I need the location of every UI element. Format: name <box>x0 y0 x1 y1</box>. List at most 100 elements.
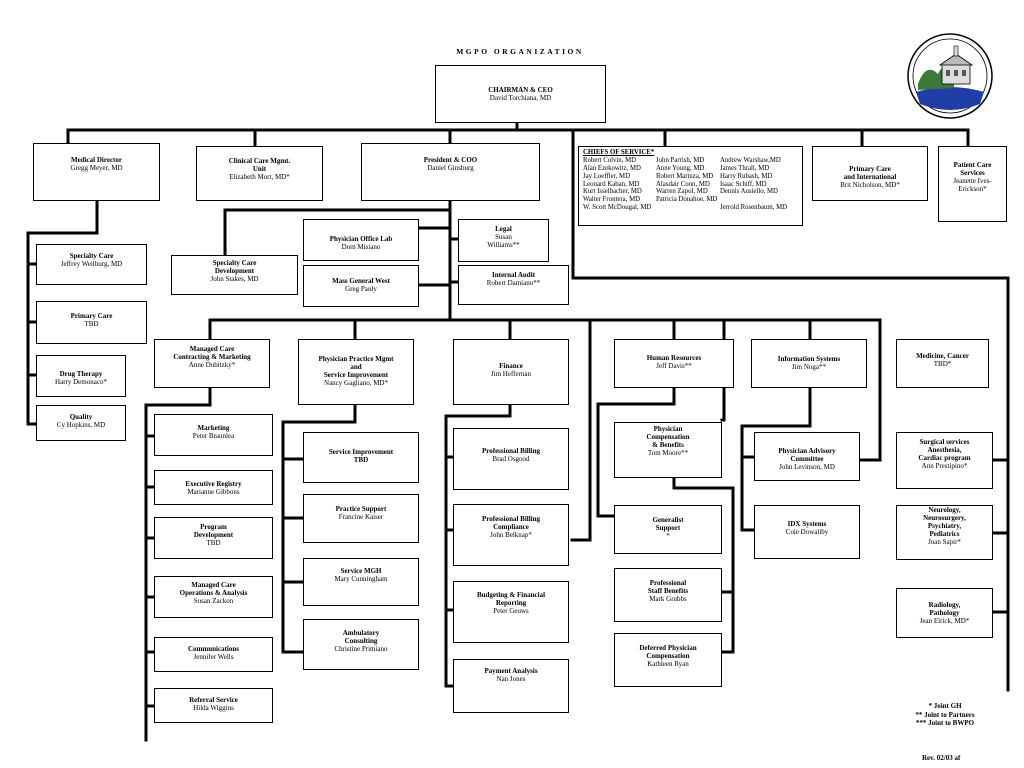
chairman-name: David Torchiana, MD <box>489 94 552 102</box>
chief-name: James Thrall, MD <box>720 164 770 172</box>
unit-title: Practice Support <box>335 505 387 513</box>
unit-name: Joan Sapir* <box>928 538 961 546</box>
unit-title: Ambulatory Consulting <box>342 629 380 645</box>
finance-box: Finance Jim Heffernan <box>453 339 569 405</box>
unit-title: Budgeting & Financial Reporting <box>476 591 546 607</box>
unit-name: Peter Braunlea <box>192 432 235 440</box>
mass-general-west-title: Mass General West <box>332 277 390 285</box>
chief-name: Jay Loeffler, MD <box>583 172 630 180</box>
unit-name: Tom Moore** <box>647 449 689 457</box>
unit-name: Cole Dowaliby <box>785 528 829 536</box>
chief-name: Robert Colvin, MD <box>583 156 637 164</box>
unit-name: John Belknap* <box>490 531 532 539</box>
clinical-care-name: Elizabeth Mort, MD* <box>229 173 290 181</box>
chief-name: Alan Ezekowitz, MD <box>583 164 641 172</box>
drug-therapy-box: Drug Therapy Harry Demonaco* <box>36 355 126 397</box>
chief-name: Walter Frontera, MD <box>583 196 641 204</box>
patient-care-title: Patient Care Services <box>953 161 992 177</box>
quality-box: Quality Cy Hopkins, MD <box>36 405 126 441</box>
primary-care-title: Primary Care <box>70 312 113 320</box>
unit-title: Marketing <box>197 424 230 432</box>
primary-care-name: TBD <box>84 320 99 328</box>
chief-name: Leonard Kaban, MD <box>583 180 640 188</box>
quality-title: Quality <box>69 413 93 421</box>
chairman-ceo-box: CHAIRMAN & CEO David Torchiana, MD <box>435 65 606 123</box>
chief-name: Alasdair Conn, MD <box>656 180 710 188</box>
unit-name: Mary Cunningham <box>334 575 388 583</box>
mass-general-west-name: Greg Pauly <box>345 285 377 293</box>
specialty-dev-title: Specialty Care Development <box>212 259 257 275</box>
medicine-cancer-name: TBD* <box>933 360 952 368</box>
chiefs-row: Alan Ezekowitz, MD Anne Young, MD James Th… <box>583 165 802 173</box>
legal-title: Legal <box>495 225 512 233</box>
unit-name: John Levinson, MD <box>779 463 835 471</box>
unit-title: Payment Analysis <box>484 667 538 675</box>
chief-name: Anne Young, MD <box>656 164 705 172</box>
unit-title: Service Improvement TBD <box>328 448 394 464</box>
unit-name: Jennifer Wells <box>193 653 234 661</box>
chief-name: John Parrish, MD <box>656 156 705 164</box>
human-resources-box: Human Resources Jeff Davis** <box>614 339 734 388</box>
ppm-name: Nancy Gagliano, MD* <box>324 379 388 387</box>
specialty-care-title: Specialty Care <box>69 252 114 260</box>
hr-unit-box: Generalist Support* <box>614 505 722 554</box>
president-coo-box: President & COO Daniel Ginsburg <box>361 143 540 201</box>
unit-name: Peter Geuws <box>493 607 529 615</box>
drug-therapy-title: Drug Therapy <box>59 370 103 378</box>
unit-name: TBD <box>206 539 221 547</box>
unit-title: Referral Service <box>189 696 238 704</box>
medical-director-name: Gregg Meyer, MD <box>70 164 123 172</box>
service-line-box: Surgical services Anesthesia, Cardiac pr… <box>896 432 993 489</box>
specialty-dev-name: John Stakes, MD <box>210 275 259 283</box>
internal-audit-title: Internal Audit <box>492 271 535 279</box>
physician-office-lab-box: Physician Office Lab Dom Misiano <box>303 219 419 261</box>
hospital-logo-icon <box>907 33 993 119</box>
medical-director-title: Medical Director <box>71 156 122 164</box>
legal-box: Legal Susan Williams** <box>458 219 549 262</box>
unit-name: Brad Osgood <box>492 455 530 463</box>
managed-care-title: Managed Care Contracting & Marketing <box>173 345 251 361</box>
clinical-care-title: Clinical Care Mgmt. Unit <box>228 157 291 173</box>
unit-name: Christine Primiano <box>334 645 388 653</box>
drug-therapy-name: Harry Demonaco* <box>55 378 107 386</box>
patient-care-services-box: Patient Care Services Jeanette Ives- Eri… <box>938 146 1007 222</box>
managed-care-name: Anne Dubitzky* <box>188 361 236 369</box>
chief-name: Isaac Schiff, MD <box>720 180 767 188</box>
unit-title: Surgical services Anesthesia, Cardiac pr… <box>918 438 971 462</box>
chief-name: Robert Martuza, MD <box>656 172 714 180</box>
specialty-care-box: Specialty Care Jeffrey Weilburg, MD <box>36 244 147 285</box>
physician-practice-mgmt-box: Physician Practice Mgmt and Service Impr… <box>298 339 414 405</box>
medical-director-box: Medical Director Gregg Meyer, MD <box>33 143 160 201</box>
page-title: MGPO ORGANIZATION <box>456 47 584 56</box>
unit-title: Physician Compensation & Benefits <box>646 425 690 449</box>
medicine-cancer-title: Medicine, Cancer <box>916 352 969 360</box>
chief-name: Kurt Isselbacher, MD <box>583 188 642 196</box>
unit-name: Mark Grubbs <box>649 595 687 603</box>
finance-name: Jim Heffernan <box>490 370 532 378</box>
unit-title: Program Development <box>193 523 234 539</box>
internal-audit-name: Robert Damiano** <box>486 279 541 287</box>
unit-title: Managed Care Operations & Analysis <box>179 581 248 597</box>
primary-care-international-box: Primary Care and International Brit Nich… <box>812 146 928 201</box>
unit-name: * <box>666 532 670 540</box>
unit-title: Executive Registry <box>185 480 242 488</box>
specialty-care-name: Jeffrey Weilburg, MD <box>60 260 123 268</box>
primary-intl-name: Brit Nicholson, MD* <box>840 181 900 189</box>
chief-name: W. Scott McDougal, MD <box>583 204 652 212</box>
unit-title: Service MGH <box>340 567 382 575</box>
